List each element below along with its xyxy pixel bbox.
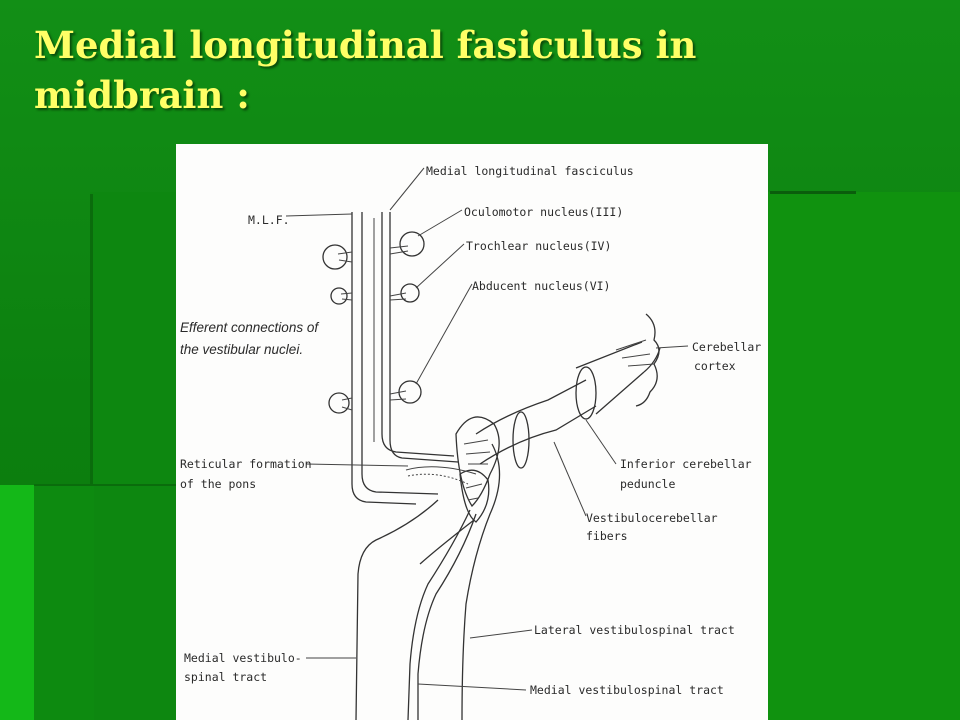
label-vcf-line2: fibers	[586, 529, 628, 543]
label-icp-line1: Inferior cerebellar	[620, 457, 752, 471]
left-nuclei	[322, 244, 353, 414]
slide-title-line1: Medial longitudinal fasiculus in	[34, 23, 697, 67]
label-oculomotor-nucleus: Oculomotor nucleus(III)	[464, 205, 623, 219]
background-strip-left-inner	[34, 485, 94, 720]
label-efferent-line1: Efferent connections of	[180, 320, 319, 335]
label-cerebellar-line1: Cerebellar	[692, 340, 761, 354]
label-medial-vst-left-line2: spinal tract	[184, 670, 267, 684]
label-efferent-line2: the vestibular nuclei.	[180, 342, 303, 357]
slide-title-line2: midbrain :	[34, 73, 250, 117]
label-medial-vst-left-line1: Medial vestibulo-	[184, 651, 302, 665]
slide-title: Medial longitudinal fasiculus in midbrai…	[34, 20, 914, 120]
left-trochlear-nucleus	[330, 287, 348, 305]
label-abducent-nucleus: Abducent nucleus(VI)	[472, 279, 610, 293]
label-reticular-line1: Reticular formation	[180, 457, 312, 471]
label-vcf-line1: Vestibulocerebellar	[586, 511, 718, 525]
background-line-mid	[34, 484, 180, 486]
right-trochlear-nucleus	[400, 283, 420, 303]
vestibular-nuclei	[405, 416, 500, 523]
right-oculomotor-nucleus	[399, 231, 425, 257]
label-lateral-vestibulospinal-tract: Lateral vestibulospinal tract	[534, 623, 735, 637]
label-trochlear-nucleus: Trochlear nucleus(IV)	[466, 239, 611, 253]
left-abducent-nucleus	[328, 392, 350, 414]
peduncle-cross-section-1	[512, 411, 530, 469]
label-medial-vestibulospinal-tract: Medial vestibulospinal tract	[530, 683, 724, 697]
label-reticular-line2: of the pons	[180, 477, 256, 491]
background-strip-left	[0, 485, 40, 720]
label-medial-longitudinal-fasciculus: Medial longitudinal fasciculus	[426, 164, 634, 178]
inferior-cerebellar-peduncle	[475, 313, 661, 469]
label-cerebellar-line2: cortex	[694, 359, 736, 373]
mlf-diagram: M.L.F. Medial longitudinal fasciculus Oc…	[180, 164, 761, 720]
background-panel-left	[90, 192, 180, 720]
leader-lines	[285, 167, 689, 691]
left-oculomotor-nucleus	[322, 244, 348, 270]
background-line-top	[770, 191, 856, 194]
diagram-figure: M.L.F. Medial longitudinal fasciculus Oc…	[176, 144, 768, 720]
peduncle-cross-section-2	[575, 366, 597, 420]
label-icp-line2: peduncle	[620, 477, 675, 491]
background-panel-right	[768, 192, 960, 720]
right-nuclei	[389, 231, 425, 404]
background-line-left	[90, 194, 93, 486]
label-mlf-abbrev: M.L.F.	[248, 213, 290, 227]
mlf-tract	[351, 212, 459, 505]
descending-tracts	[355, 443, 501, 720]
